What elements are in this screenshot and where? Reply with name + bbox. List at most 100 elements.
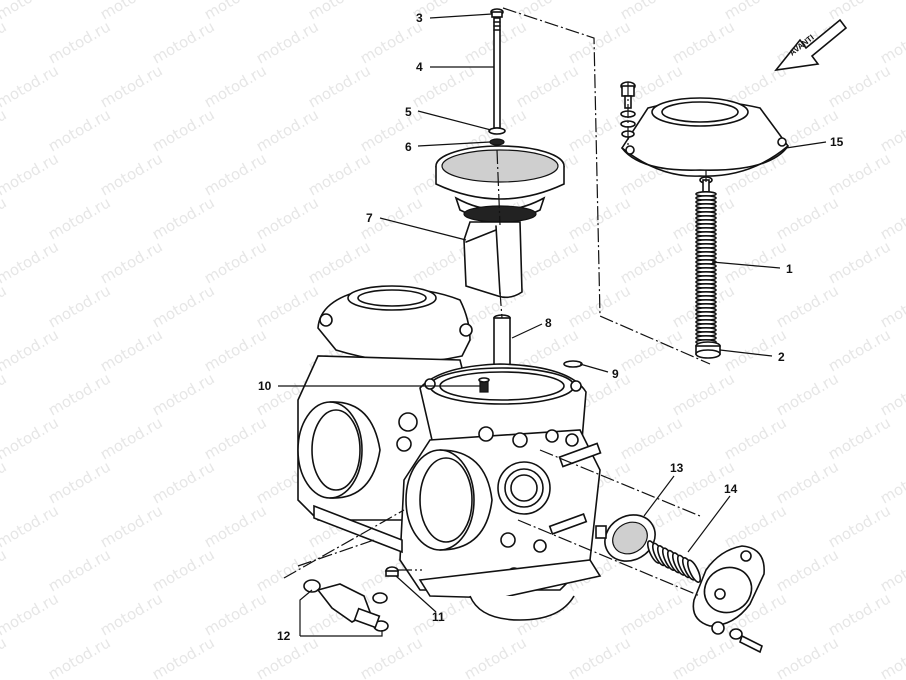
watermark-text: motod.ru xyxy=(149,457,218,507)
watermark-text: motod.ru xyxy=(253,105,322,155)
part-12-fitting xyxy=(303,579,389,632)
watermark-text: motod.ru xyxy=(97,589,166,639)
part-3-nut xyxy=(490,8,504,18)
watermark-text: motod.ru xyxy=(617,589,686,639)
watermark-text: motod.ru xyxy=(0,61,62,111)
watermark-text: motod.ru xyxy=(825,413,894,463)
watermark-text: motod.ru xyxy=(617,0,686,23)
assembly-line-fitting xyxy=(283,509,405,579)
watermark-text: motod.ru xyxy=(0,413,62,463)
watermark-text: motod.ru xyxy=(513,237,582,287)
watermark-text: motod.ru xyxy=(45,17,114,67)
watermark-text: motod.ru xyxy=(45,369,114,419)
watermark-text: motod.ru xyxy=(45,633,114,680)
watermark-text: motod.ru xyxy=(0,237,62,287)
watermark-text: motod.ru xyxy=(201,61,270,111)
watermark-text: motod.ru xyxy=(97,61,166,111)
part-10-jet xyxy=(478,377,490,393)
watermark-text: motod.ru xyxy=(825,0,894,23)
watermark-text: motod.ru xyxy=(0,589,62,639)
watermark-text: motod.ru xyxy=(721,237,790,287)
watermark-text: motod.ru xyxy=(565,17,634,67)
watermark-text: motod.ru xyxy=(773,457,842,507)
watermark-text: motod.ru xyxy=(149,369,218,419)
watermark-text: motod.ru xyxy=(305,61,374,111)
part-14-spring xyxy=(646,540,702,584)
callout-5: 5 xyxy=(405,105,412,119)
assembly-line-fitting-2 xyxy=(297,539,375,567)
watermark-text: motod.ru xyxy=(149,105,218,155)
watermark-text: motod.ru xyxy=(0,325,62,375)
watermark-text: motod.ru xyxy=(773,545,842,595)
leader-lines xyxy=(278,13,827,637)
watermark-text: motod.ru xyxy=(201,413,270,463)
watermark-text: motod.ru xyxy=(97,149,166,199)
callout-12: 12 xyxy=(277,629,291,643)
watermark-text: motod.ru xyxy=(773,633,842,680)
watermark-text: motod.ru xyxy=(0,193,10,243)
watermark-text: motod.ru xyxy=(877,105,906,155)
watermark-text: motod.ru xyxy=(877,545,906,595)
watermark-text: motod.ru xyxy=(0,501,62,551)
carburetor-body xyxy=(297,285,602,621)
watermark-text: motod.ru xyxy=(149,545,218,595)
watermark-text: motod.ru xyxy=(773,281,842,331)
callout-3: 3 xyxy=(416,11,423,25)
spring-coil xyxy=(686,559,702,584)
watermark-text: motod.ru xyxy=(97,501,166,551)
watermark-text: motod.ru xyxy=(0,545,10,595)
watermark-text: motod.ru xyxy=(45,281,114,331)
watermark-text: motod.ru xyxy=(45,193,114,243)
watermark-text: motod.ru xyxy=(669,369,738,419)
watermark-text: motod.ru xyxy=(149,17,218,67)
watermark-text: motod.ru xyxy=(253,281,322,331)
assembly-line-top xyxy=(502,7,711,365)
watermark-text: motod.ru xyxy=(201,149,270,199)
watermark-text: motod.ru xyxy=(825,149,894,199)
watermark-text: motod.ru xyxy=(97,325,166,375)
watermark-text: motod.ru xyxy=(669,633,738,680)
watermark-text: motod.ru xyxy=(305,149,374,199)
watermark-text: motod.ru xyxy=(149,633,218,680)
end-cover xyxy=(692,545,765,654)
watermark-text: motod.ru xyxy=(305,0,374,23)
watermark-text: motod.ru xyxy=(0,0,62,23)
watermark-text: motod.ru xyxy=(825,501,894,551)
watermark-text: motod.ru xyxy=(0,281,10,331)
watermark-text: motod.ru xyxy=(0,17,10,67)
watermark-text: motod.ru xyxy=(45,457,114,507)
diaphragm-upper xyxy=(435,145,565,223)
watermark-text: motod.ru xyxy=(565,193,634,243)
callout-7: 7 xyxy=(366,211,373,225)
watermark-text: motod.ru xyxy=(721,501,790,551)
callout-10: 10 xyxy=(258,379,272,393)
watermark-text: motod.ru xyxy=(0,633,10,680)
watermark-text: motod.ru xyxy=(877,457,906,507)
watermark-text: motod.ru xyxy=(877,633,906,680)
watermark-text: motod.ru xyxy=(877,369,906,419)
watermark-text: motod.ru xyxy=(773,369,842,419)
watermark-text: motod.ru xyxy=(201,325,270,375)
watermark-text: motod.ru xyxy=(461,633,530,680)
watermark-text: motod.ru xyxy=(617,325,686,375)
watermark-text: motod.ru xyxy=(253,193,322,243)
watermark-text: motod.ru xyxy=(201,589,270,639)
watermark-text: motod.ru xyxy=(513,0,582,23)
watermark-text: motod.ru xyxy=(565,633,634,680)
part-9-washer xyxy=(563,360,583,368)
watermark-text: motod.ru xyxy=(357,633,426,680)
assembly-line-side-lower xyxy=(517,519,701,597)
callout-13: 13 xyxy=(670,461,684,475)
callouts: 3 4 5 6 7 8 9 10 15 1 2 13 14 11 12 xyxy=(258,11,844,643)
watermark-text: motod.ru xyxy=(617,237,686,287)
callout-4: 4 xyxy=(416,60,423,74)
watermark-text: motod.ru xyxy=(877,17,906,67)
watermark-text: motod.ru xyxy=(0,149,62,199)
watermark-text: motod.ru xyxy=(825,589,894,639)
watermark-text: motod.ru xyxy=(305,237,374,287)
watermark-text: motod.ru xyxy=(721,0,790,23)
part-1-spring xyxy=(695,176,717,345)
watermark-text: motod.ru xyxy=(149,193,218,243)
part-6-clip xyxy=(489,138,505,146)
